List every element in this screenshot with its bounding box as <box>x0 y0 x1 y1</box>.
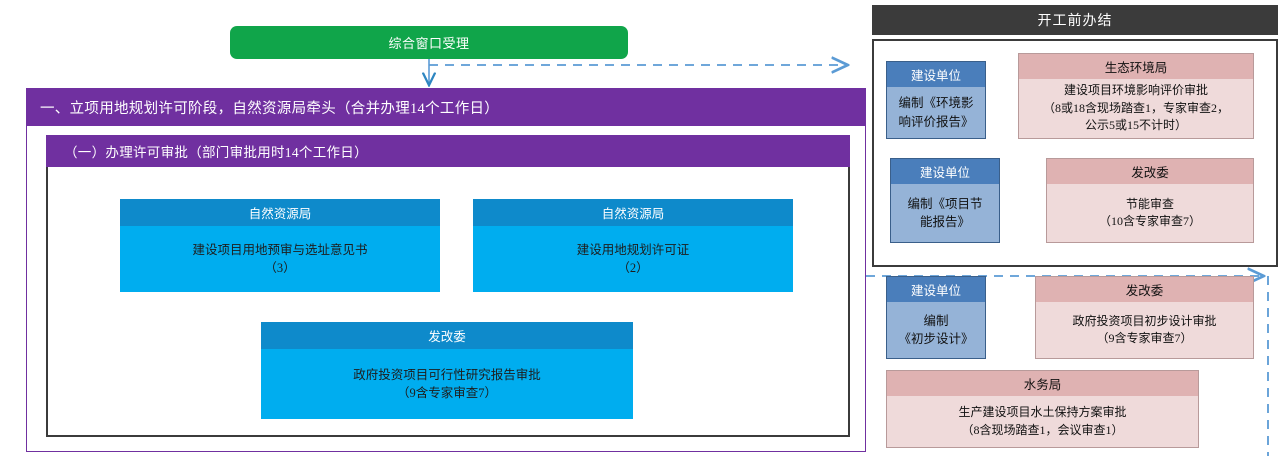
target-task: 生产建设项目水土保持方案审批 <box>958 405 1127 420</box>
actor-construction-unit-eia[interactable]: 建设单位 编制《环境影 响评价报告》 <box>886 61 986 139</box>
target-org: 发改委 <box>1036 277 1253 302</box>
actor-task: 编制《环境影 响评价报告》 <box>887 87 985 138</box>
stage-header: 一、立项用地规划许可阶段，自然资源局牵头（合并办理14个工作日） <box>26 88 866 126</box>
start-node[interactable]: 综合窗口受理 <box>230 26 628 59</box>
target-days: （8或18含现场踏查1，专家审查2， 公示5或15不计时） <box>1042 100 1229 133</box>
target-body: 生产建设项目水土保持方案审批 （8含现场踏查1，会议审查1） <box>887 396 1198 447</box>
card-days: （3） <box>264 261 296 275</box>
card-task: 政府投资项目可行性研究报告审批 <box>353 367 541 382</box>
card-land-planning-permit[interactable]: 自然资源局 建设用地规划许可证 （2） <box>473 199 793 292</box>
target-task: 节能审查 <box>1125 196 1174 211</box>
target-energy-review[interactable]: 发改委 节能审查 （10含专家审查7） <box>1046 158 1254 243</box>
card-task: 建设用地规划许可证 <box>576 242 690 257</box>
actor-construction-unit-preliminary-design[interactable]: 建设单位 编制 《初步设计》 <box>886 276 986 359</box>
stage-header-label: 一、立项用地规划许可阶段，自然资源局牵头（合并办理14个工作日） <box>40 100 500 117</box>
right-panel-header: 开工前办结 <box>872 5 1278 35</box>
sub-stage-header: （一）办理许可审批（部门审批用时14个工作日） <box>46 135 850 167</box>
target-body: 政府投资项目初步设计审批 （9含专家审查7） <box>1036 302 1253 358</box>
target-water-conservation-approval[interactable]: 水务局 生产建设项目水土保持方案审批 （8含现场踏查1，会议审查1） <box>886 370 1199 448</box>
actor-task: 编制 《初步设计》 <box>887 302 985 358</box>
card-days: （2） <box>617 261 649 275</box>
card-org: 自然资源局 <box>473 199 793 226</box>
target-task: 建设项目环境影响评价审批 <box>1063 83 1208 98</box>
card-body: 建设项目用地预审与选址意见书 （3） <box>120 226 440 292</box>
target-days: （10含专家审查7） <box>1098 214 1201 228</box>
target-org: 水务局 <box>887 371 1198 396</box>
card-task: 建设项目用地预审与选址意见书 <box>192 242 368 257</box>
target-org: 发改委 <box>1047 159 1253 184</box>
actor-org: 建设单位 <box>887 62 985 87</box>
card-body: 建设用地规划许可证 （2） <box>473 226 793 292</box>
actor-org: 建设单位 <box>891 159 999 184</box>
target-body: 建设项目环境影响评价审批 （8或18含现场踏查1，专家审查2， 公示5或15不计… <box>1019 79 1253 138</box>
target-preliminary-design-approval[interactable]: 发改委 政府投资项目初步设计审批 （9含专家审查7） <box>1035 276 1254 359</box>
target-days: （8含现场踏查1，会议审查1） <box>961 422 1124 437</box>
target-org: 生态环境局 <box>1019 54 1253 79</box>
sub-stage-header-label: （一）办理许可审批（部门审批用时14个工作日） <box>64 145 368 160</box>
target-days: （9含专家审查7） <box>1096 331 1193 345</box>
target-task: 政府投资项目初步设计审批 <box>1072 313 1217 328</box>
card-body: 政府投资项目可行性研究报告审批 （9含专家审查7） <box>261 349 633 419</box>
target-body: 节能审查 （10含专家审查7） <box>1047 184 1253 242</box>
card-feasibility-report[interactable]: 发改委 政府投资项目可行性研究报告审批 （9含专家审查7） <box>261 322 633 419</box>
actor-construction-unit-energy[interactable]: 建设单位 编制《项目节 能报告》 <box>890 158 1000 243</box>
actor-org: 建设单位 <box>887 277 985 302</box>
card-org: 发改委 <box>261 322 633 349</box>
card-days: （9含专家审查7） <box>396 386 497 400</box>
actor-task: 编制《项目节 能报告》 <box>891 184 999 242</box>
card-land-preapproval[interactable]: 自然资源局 建设项目用地预审与选址意见书 （3） <box>120 199 440 292</box>
card-org: 自然资源局 <box>120 199 440 226</box>
right-panel-header-label: 开工前办结 <box>1037 14 1113 29</box>
target-eia-approval[interactable]: 生态环境局 建设项目环境影响评价审批 （8或18含现场踏查1，专家审查2， 公示… <box>1018 53 1254 139</box>
start-node-label: 综合窗口受理 <box>388 36 470 51</box>
